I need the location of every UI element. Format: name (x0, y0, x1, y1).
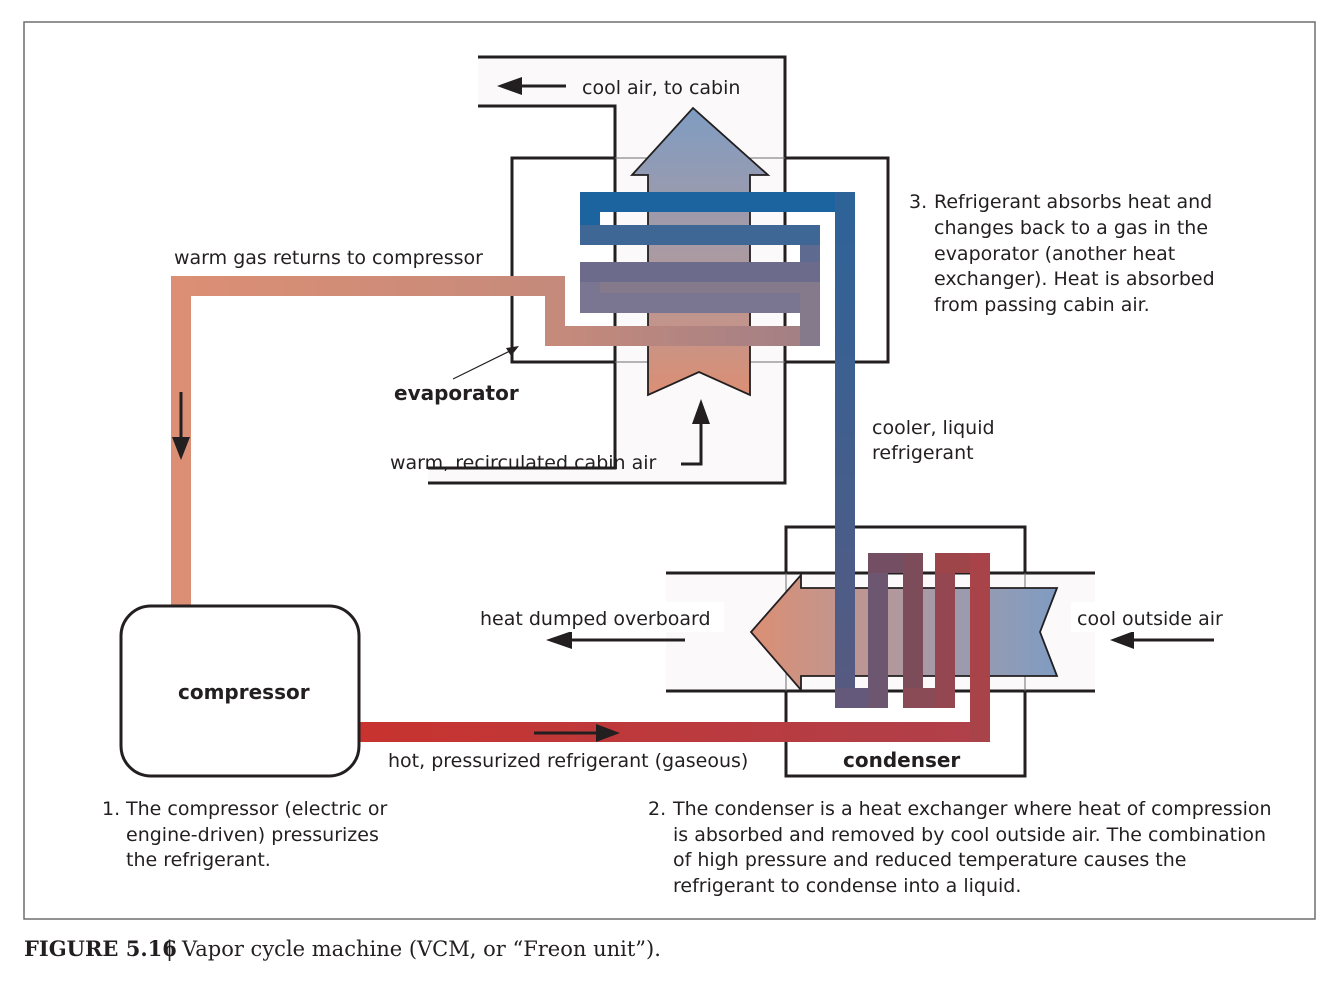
hot-gas-pipe (358, 722, 970, 742)
note-line: The condenser is a heat exchanger where … (672, 798, 1272, 820)
label-cool-outside-air: cool outside air (1077, 608, 1223, 630)
note-line: engine-driven) pressurizes (126, 824, 379, 846)
label-cooler-liquid-1: cooler, liquid (872, 417, 995, 439)
label-warm-recirculated-air: warm, recirculated cabin air (390, 452, 657, 474)
note-line: refrigerant to condense into a liquid. (673, 875, 1021, 897)
note-step-2: 2. The condenser is a heat exchanger whe… (648, 798, 1272, 897)
caption-text: Vapor cycle machine (VCM, or “Freon unit… (181, 937, 661, 961)
cabin-airflow-arrow (629, 106, 771, 397)
label-cool-air: cool air, to cabin (582, 77, 740, 99)
label-hot-pressurized: hot, pressurized refrigerant (gaseous) (388, 750, 748, 772)
note-line: is absorbed and removed by cool outside … (673, 824, 1266, 846)
liquid-line-pipe (835, 192, 855, 708)
arrow-left-icon (546, 631, 685, 649)
arrow-down-icon (172, 392, 190, 460)
note-number: 1. (102, 798, 120, 820)
arrow-right-icon (534, 724, 620, 742)
arrow-up-icon (681, 399, 710, 466)
note-step-1: 1. The compressor (electric or engine-dr… (102, 798, 388, 871)
note-line: of high pressure and reduced temperature… (673, 849, 1186, 871)
label-cooler-liquid-2: refrigerant (872, 442, 974, 464)
note-line: evaporator (another heat (934, 243, 1175, 265)
compressor-unit (119, 604, 361, 778)
note-line: changes back to a gas in the (934, 217, 1208, 239)
note-step-3: 3. Refrigerant absorbs heat and changes … (909, 191, 1215, 316)
note-number: 3. (909, 191, 927, 213)
label-warm-gas-return: warm gas returns to compressor (174, 247, 483, 269)
figure-frame (23, 21, 1316, 920)
caption-label: FIGURE 5.16 (24, 936, 177, 961)
evaporator-coil (580, 192, 855, 346)
figure-caption: FIGURE 5.16 | Vapor cycle machine (VCM, … (24, 936, 661, 962)
label-heat-dumped: heat dumped overboard (480, 608, 711, 630)
arrow-left-icon (1110, 631, 1214, 649)
evaporator-pointer-icon (452, 346, 519, 380)
note-line: The compressor (electric or (125, 798, 388, 820)
condenser-coil (835, 553, 990, 742)
caption-separator: | (166, 937, 173, 962)
note-line: exchanger). Heat is absorbed (934, 268, 1215, 290)
label-evaporator: evaporator (394, 381, 519, 405)
label-compressor: compressor (178, 680, 310, 704)
arrow-left-icon (497, 77, 566, 95)
flow-arrows (172, 77, 1214, 742)
note-line: the refrigerant. (126, 849, 271, 871)
note-line: from passing cabin air. (934, 294, 1150, 316)
note-line: Refrigerant absorbs heat and (934, 191, 1212, 213)
label-condenser: condenser (843, 748, 960, 772)
note-number: 2. (648, 798, 666, 820)
